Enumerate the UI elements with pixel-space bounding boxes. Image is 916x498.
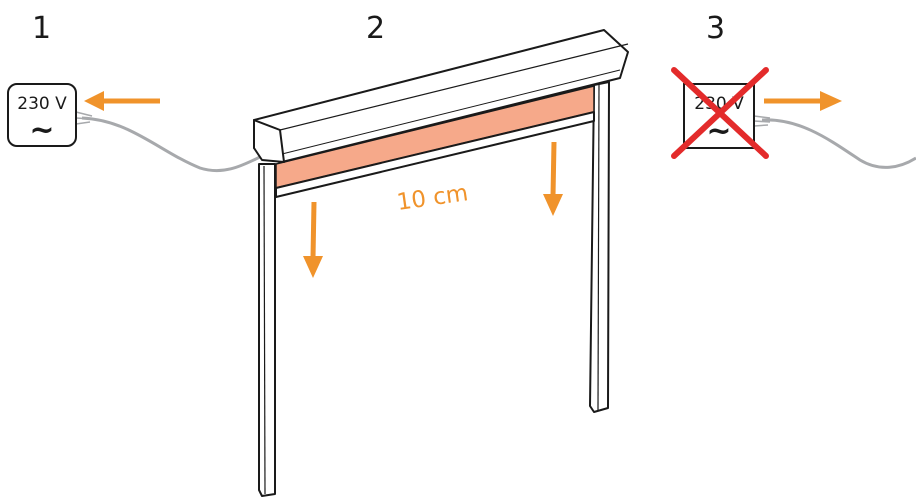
power-cable bbox=[81, 116, 263, 173]
arrow-down-icon bbox=[303, 201, 323, 278]
right-post bbox=[589, 81, 610, 413]
step-3-number: 3 bbox=[706, 11, 725, 46]
arrow-down-icon bbox=[543, 141, 563, 216]
step-2-roller-blind: 10 cm bbox=[253, 29, 629, 497]
cross-icon bbox=[671, 67, 769, 159]
step-1-number: 1 bbox=[32, 11, 51, 46]
measurement-label: 10 cm bbox=[395, 180, 470, 216]
left-post bbox=[258, 163, 276, 497]
power-socket-icon: 230 V ~ bbox=[7, 83, 77, 148]
step-2-number: 2 bbox=[366, 11, 385, 46]
step-1-plug-in: 230 V ~ bbox=[7, 83, 263, 173]
ac-symbol: ~ bbox=[29, 113, 54, 148]
arrow-right-icon bbox=[764, 91, 842, 111]
socket-voltage-label: 230 V bbox=[17, 94, 67, 114]
bottom-bar bbox=[275, 111, 595, 198]
step-3-unplug: 230 V ~ bbox=[671, 67, 916, 169]
arrow-left-icon bbox=[84, 91, 160, 111]
cassette-housing bbox=[253, 29, 629, 163]
power-cable bbox=[761, 118, 916, 169]
